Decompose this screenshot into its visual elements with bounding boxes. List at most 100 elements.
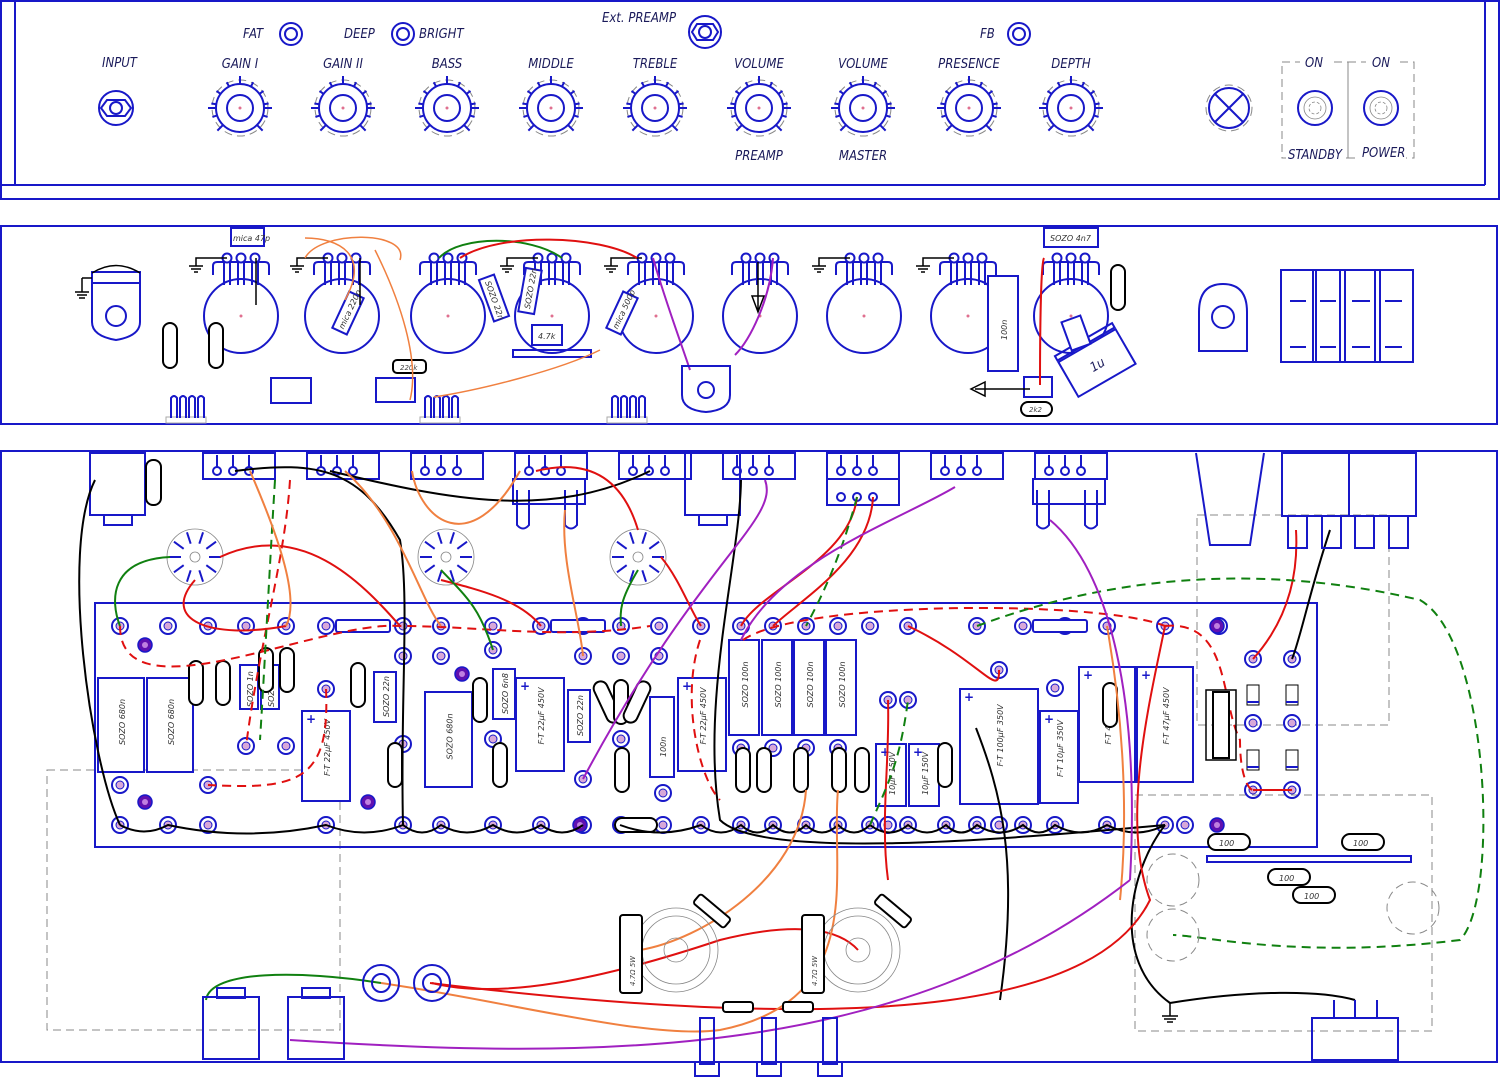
wire-purple bbox=[582, 479, 768, 780]
resistor bbox=[387, 742, 403, 788]
wire-green bbox=[440, 569, 494, 651]
input-label: INPUT bbox=[102, 56, 138, 71]
knob-label: PRESENCE bbox=[938, 57, 1000, 72]
turret bbox=[317, 816, 335, 834]
sozo-22n-cap: SOZO 22n bbox=[517, 266, 543, 316]
output-jack-2[interactable] bbox=[413, 964, 451, 1002]
jack-body bbox=[89, 452, 146, 526]
preamp-tube-socket bbox=[166, 528, 224, 586]
deep-label: DEEP bbox=[344, 27, 376, 42]
input-jack[interactable] bbox=[98, 90, 134, 126]
knob-volume[interactable] bbox=[831, 76, 895, 137]
wire-green bbox=[619, 569, 639, 627]
label-bg bbox=[1360, 146, 1406, 162]
turret bbox=[899, 691, 917, 709]
svg-text:SOZO 680n: SOZO 680n bbox=[446, 713, 455, 759]
pot-board: mica 47p mica 220p SOZO 22n SOZO 22n mic… bbox=[0, 225, 1498, 425]
wire-red bbox=[431, 928, 859, 991]
wire-red bbox=[119, 624, 651, 668]
ft-22uf-cap: F-T 22µF 450V+ bbox=[677, 677, 727, 772]
wire-red bbox=[660, 556, 702, 627]
wire-purple bbox=[1049, 519, 1133, 881]
speaker-jack-1 bbox=[202, 987, 260, 1060]
mount-screw bbox=[1209, 618, 1225, 634]
resistor bbox=[831, 747, 847, 793]
mount-hole bbox=[1386, 881, 1440, 935]
wire-red bbox=[1252, 529, 1298, 660]
wire-red bbox=[690, 639, 721, 801]
power-toggle[interactable] bbox=[1363, 90, 1399, 126]
ext-preamp-jack[interactable] bbox=[688, 15, 722, 49]
board-connector bbox=[514, 452, 588, 480]
power-resistor bbox=[619, 914, 643, 994]
wire-green bbox=[805, 496, 858, 627]
output-jack-1[interactable] bbox=[362, 964, 400, 1002]
svg-text:SOZO 680n: SOZO 680n bbox=[118, 699, 127, 745]
4k7-label: 4.7k bbox=[538, 332, 556, 341]
svg-text:F-T 22µF 450V: F-T 22µF 450V bbox=[323, 718, 332, 776]
wire-purple bbox=[740, 486, 956, 641]
fat-label: FAT bbox=[243, 27, 264, 42]
board-connector bbox=[930, 452, 1004, 480]
power-outline bbox=[1347, 61, 1415, 159]
power-resistor bbox=[801, 914, 825, 994]
svg-text:100: 100 bbox=[1279, 874, 1294, 883]
svg-text:+: + bbox=[1141, 668, 1151, 682]
power-resistor-label: 4.7Ω 5W bbox=[811, 955, 819, 986]
knob-depth[interactable] bbox=[1039, 76, 1103, 137]
turret bbox=[1046, 679, 1064, 697]
wire-orange bbox=[563, 509, 584, 657]
wire-red bbox=[742, 607, 1166, 641]
svg-text:+: + bbox=[520, 679, 530, 693]
svg-text:10µF 150V: 10µF 150V bbox=[888, 751, 897, 795]
knob-treble[interactable] bbox=[623, 76, 687, 137]
deep-bright-switch[interactable] bbox=[391, 22, 415, 46]
diode bbox=[1285, 749, 1299, 771]
svg-text:100n: 100n bbox=[659, 737, 668, 757]
label-bg bbox=[1286, 146, 1344, 162]
knob-gain-i[interactable] bbox=[208, 76, 272, 137]
sozo-4n7-cap bbox=[1043, 227, 1099, 248]
knob-presence[interactable] bbox=[937, 76, 1001, 137]
wire-red bbox=[459, 238, 638, 259]
knob-label: DEPTH bbox=[1051, 57, 1091, 72]
standby-toggle[interactable] bbox=[1297, 90, 1333, 126]
ft-100uf-cap: F-T 100µF 350V+ bbox=[959, 688, 1039, 805]
resistor bbox=[854, 747, 870, 793]
resistor bbox=[1032, 619, 1088, 633]
resistor bbox=[756, 747, 772, 793]
turret bbox=[277, 737, 295, 755]
knob-bass[interactable] bbox=[415, 76, 479, 137]
bridge-rectifier-outline bbox=[1205, 689, 1237, 761]
wire-orange bbox=[639, 789, 807, 951]
resistor bbox=[622, 680, 652, 724]
ground-icon bbox=[1162, 1003, 1178, 1023]
wire-black bbox=[78, 479, 121, 826]
resistor bbox=[793, 747, 809, 793]
fat-switch[interactable] bbox=[279, 22, 303, 46]
knob-gain-ii[interactable] bbox=[311, 76, 375, 137]
resistor bbox=[208, 322, 224, 369]
knob-volume[interactable] bbox=[727, 76, 791, 137]
fb-switch[interactable] bbox=[1007, 22, 1031, 46]
turret bbox=[654, 784, 672, 802]
wire-green bbox=[976, 577, 1485, 949]
wire-red bbox=[207, 688, 328, 788]
resistor bbox=[735, 747, 751, 793]
ft-10uf-cap: F-T 10µF 350V+ bbox=[1039, 710, 1079, 804]
mount-screw bbox=[137, 637, 153, 653]
ground-icon bbox=[290, 257, 328, 273]
svg-text:SOZO 6n8: SOZO 6n8 bbox=[501, 673, 510, 714]
resistor bbox=[162, 322, 178, 369]
wire-red bbox=[772, 496, 874, 627]
pin-header bbox=[165, 395, 207, 424]
bias-resistor: 100 bbox=[1207, 833, 1251, 851]
svg-text:1u: 1u bbox=[1088, 355, 1108, 375]
standby-outline bbox=[1281, 61, 1349, 159]
svg-text:F-T 10µF 350V: F-T 10µF 350V bbox=[1056, 719, 1065, 777]
turret bbox=[484, 617, 502, 635]
knob-middle[interactable] bbox=[519, 76, 583, 137]
svg-text:F-T 22µF 450V: F-T 22µF 450V bbox=[699, 687, 708, 745]
resistor bbox=[188, 660, 204, 706]
